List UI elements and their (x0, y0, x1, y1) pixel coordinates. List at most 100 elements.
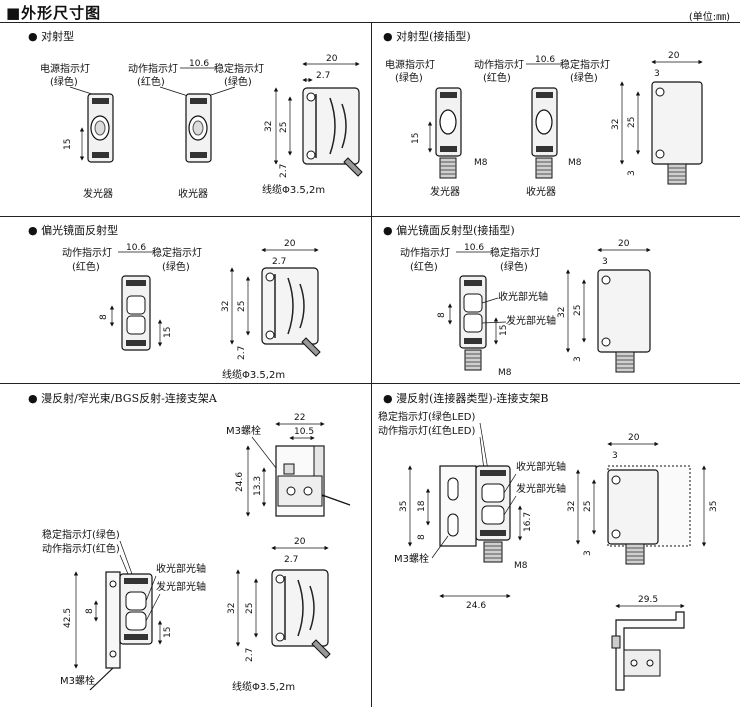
p4-side-dim-32: 32 (557, 307, 567, 318)
panel-thru-beam-connector: 电源指示灯 (绿色) 动作指示灯 (红色) 稳定指示灯 (绿色) 10.6 15… (385, 51, 703, 198)
p6-front-view (439, 465, 511, 563)
p6-side-dim-3: 3 (612, 451, 618, 461)
p4-side-view (597, 269, 651, 373)
p5-side-dim-2-7-v: 2.7 (245, 648, 255, 662)
p2-power-led-color: (绿色) (395, 71, 423, 84)
p4-side-dim-3: 3 (602, 257, 608, 267)
p6-action-led-label: 动作指示灯(红色LED) (378, 424, 475, 437)
panel-title-polarized-retro-connector: ● 偏光镜面反射型(接插型) (383, 224, 515, 237)
p6-side-view (607, 465, 691, 565)
thru-beam-side-view (302, 87, 363, 177)
dim-10-6: 10.6 (189, 59, 209, 69)
p3-stable-led-color: (绿色) (162, 260, 190, 273)
unit-note: (单位:㎜) (688, 12, 730, 23)
p3-stable-led-label: 稳定指示灯 (152, 246, 202, 259)
p5-bracket-top-view (275, 445, 351, 517)
panel-title-thru-beam-connector: ● 对射型(接插型) (383, 30, 471, 43)
p4-side-dim-3-v: 3 (573, 356, 583, 362)
p5-dim-24-6: 24.6 (235, 472, 245, 492)
p6-dim-16-7: 16.7 (523, 512, 533, 532)
side-dim-2-7-v: 2.7 (279, 164, 289, 178)
p2-side-dim-32: 32 (611, 119, 621, 130)
cable-label: 线缆Φ3.5,2m (262, 183, 325, 196)
p2-side-dim-25: 25 (627, 117, 637, 128)
p6-m3-bolt-label: M3螺栓 (394, 552, 429, 565)
p3-cable-label: 线缆Φ3.5,2m (222, 368, 285, 381)
p5-dim-15: 15 (163, 627, 173, 638)
p2-stable-led-label: 稳定指示灯 (560, 58, 610, 71)
p6-bracket-view (611, 611, 685, 691)
p4-side-dim-25: 25 (573, 305, 583, 316)
p4-tx-axis-label: 发光部光轴 (506, 314, 556, 327)
p4-front-view (459, 275, 487, 371)
p2-side-dim-3: 3 (654, 69, 660, 79)
p6-stable-led-label: 稳定指示灯(绿色LED) (378, 410, 475, 423)
p4-action-led-color: (红色) (410, 260, 438, 273)
p2-side-view (651, 81, 703, 185)
p3-side-dim-25: 25 (237, 301, 247, 312)
p3-side-dim-2-7-v: 2.7 (237, 346, 247, 360)
p3-dim-8: 8 (99, 314, 109, 320)
p3-side-dim-32: 32 (221, 301, 231, 312)
p5-side-view (271, 569, 331, 659)
p4-side-dim-20: 20 (618, 239, 630, 249)
p6-rx-axis-label: 收光部光轴 (516, 460, 566, 473)
p5-m3-bolt-bottom: M3螺栓 (60, 674, 95, 687)
panel-thru-beam: 电源指示灯 (绿色) 动作指示灯 (红色) 稳定指示灯 (绿色) 10.6 15… (40, 54, 363, 200)
p6-dim-29-5: 29.5 (638, 595, 658, 605)
side-dim-20: 20 (326, 54, 338, 64)
panel-polarized-retro: 动作指示灯 (红色) 稳定指示灯 (绿色) 10.6 8 15 (62, 239, 321, 381)
p4-dim-15: 15 (499, 325, 509, 336)
p5-dim-13-3: 13.3 (253, 476, 263, 496)
receiver-label: 收光器 (178, 187, 208, 200)
panel-title-diffuse-bracket-b: ● 漫反射(连接器类型)-连接支架B (383, 392, 549, 405)
p6-tx-axis-label: 发光部光轴 (516, 482, 566, 495)
p5-front-view (89, 571, 153, 691)
p4-action-led-label: 动作指示灯 (400, 246, 450, 259)
p6-dim-35: 35 (399, 501, 409, 512)
stable-led-label: 稳定指示灯 (214, 62, 264, 75)
row2-divider (0, 383, 740, 384)
power-led-color: (绿色) (50, 75, 78, 88)
p5-m3-bolt-top: M3螺栓 (226, 424, 261, 437)
stable-led-color: (绿色) (224, 75, 252, 88)
p2-stable-led-color: (绿色) (570, 71, 598, 84)
action-led-color: (红色) (137, 75, 165, 88)
p2-power-led-label: 电源指示灯 (385, 58, 435, 71)
p3-action-led-color: (红色) (72, 260, 100, 273)
center-divider (371, 22, 372, 707)
p2-emitter-front-view (435, 87, 462, 179)
p5-side-dim-20: 20 (294, 537, 306, 547)
panel-polarized-retro-connector: 动作指示灯 (红色) 稳定指示灯 (绿色) 10.6 8 15 收光部光轴 发光… (400, 239, 651, 378)
p3-side-view (261, 267, 321, 357)
panel-diffuse-bracket-b: 稳定指示灯(绿色LED) 动作指示灯(红色LED) 收光部光轴 发光部光轴 (378, 410, 719, 691)
side-dim-25: 25 (279, 122, 289, 133)
p6-dim-8: 8 (417, 534, 427, 540)
p5-cable-label: 线缆Φ3.5,2m (232, 680, 295, 693)
p2-emitter-label: 发光器 (430, 185, 460, 198)
p3-front-view (121, 275, 151, 351)
p2-action-led-label: 动作指示灯 (474, 58, 524, 71)
p2-receiver-label: 收光器 (526, 185, 556, 198)
p6-m8-label: M8 (514, 561, 528, 571)
p3-dim-10-6: 10.6 (126, 243, 146, 253)
p5-dim-10-5: 10.5 (294, 427, 314, 437)
p2-side-dim-3-v: 3 (627, 170, 637, 176)
p3-side-dim-2-7: 2.7 (272, 257, 286, 267)
p2-dim-15: 15 (411, 133, 421, 144)
emitter-front-view (87, 93, 114, 163)
p5-action-led-label: 动作指示灯(红色) (42, 542, 120, 555)
panel-title-thru-beam: ● 对射型 (28, 30, 75, 43)
panel-diffuse-bracket-a: M3螺栓 22 10.5 24.6 13.3 稳定指示灯(绿色) 动作指示灯(红… (42, 413, 351, 693)
p2-side-dim-20: 20 (668, 51, 680, 61)
p5-dim-42-5: 42.5 (63, 608, 73, 628)
p5-rx-axis-label: 收光部光轴 (156, 562, 206, 575)
p5-side-dim-32: 32 (227, 603, 237, 614)
top-divider (0, 22, 740, 23)
side-dim-2-7: 2.7 (316, 71, 330, 81)
p6-side-dim-25: 25 (583, 501, 593, 512)
p3-side-dim-20: 20 (284, 239, 296, 249)
p3-dim-15: 15 (163, 327, 173, 338)
